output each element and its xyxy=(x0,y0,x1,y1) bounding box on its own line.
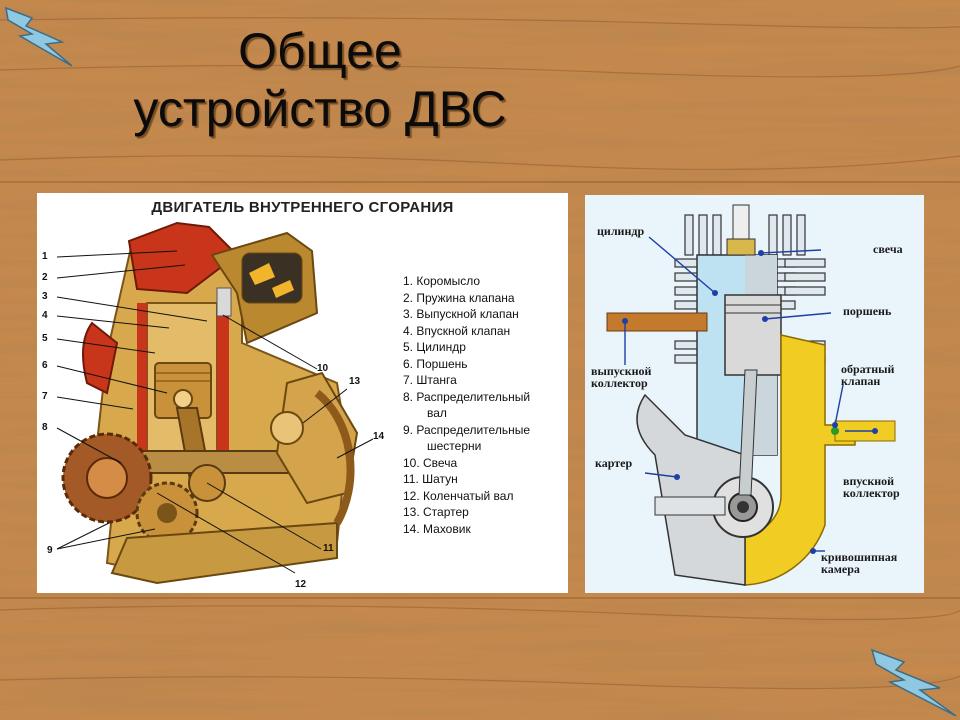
callout-number: 14 xyxy=(373,431,385,442)
callout-number: 5 xyxy=(42,333,48,344)
callout-number: 2 xyxy=(42,272,48,283)
two-stroke-engine-illustration xyxy=(606,204,896,586)
legend-item: 2. Пружина клапана xyxy=(403,290,515,305)
callout-number: 8 xyxy=(42,422,48,433)
slide-title: Общее устройство ДВС xyxy=(60,22,580,138)
legend-item: 10. Свеча xyxy=(403,455,458,470)
callout-number: 3 xyxy=(42,291,48,302)
legend-item: 6. Поршень xyxy=(403,356,468,371)
callout-number: 11 xyxy=(323,543,334,554)
callout-number: 12 xyxy=(295,579,307,590)
callout-number: 6 xyxy=(42,360,48,371)
label-intake-manifold: впускной коллектор xyxy=(843,474,900,500)
callout-number: 13 xyxy=(349,376,361,387)
label-check-valve: обратный клапан xyxy=(841,362,895,388)
slide-title-line-2: устройство ДВС xyxy=(133,81,507,137)
parts-legend: 1. Коромысло 2. Пружина клапана 3. Выпус… xyxy=(403,273,530,537)
label-crank-chamber: кривошипная камера xyxy=(821,550,898,576)
legend-item: 5. Цилиндр xyxy=(403,340,466,354)
callout-number: 9 xyxy=(47,545,53,556)
legend-item: 7. Штанга xyxy=(403,373,457,387)
callout-number: 4 xyxy=(42,310,48,321)
legend-item: 9. Распределительные xyxy=(403,422,531,437)
two-stroke-engine-diagram: цилиндр свеча поршень выпускной коллекто… xyxy=(585,195,924,593)
legend-item: 8. Распределительный xyxy=(403,389,531,404)
label-crankcase: картер xyxy=(595,456,633,470)
diagram-title: ДВИГАТЕЛЬ ВНУТРЕННЕГО СГОРАНИЯ xyxy=(151,199,454,216)
label-spark-plug: свеча xyxy=(873,242,903,256)
callout-number: 1 xyxy=(42,251,48,262)
legend-item: шестерни xyxy=(427,439,482,453)
callout-number: 7 xyxy=(42,391,48,402)
legend-item: 11. Шатун xyxy=(403,472,458,486)
legend-item: 4. Впускной клапан xyxy=(403,323,511,338)
engine-cutaway-diagram: ДВИГАТЕЛЬ ВНУТРЕННЕГО СГОРАНИЯ 1 2 3 4 5… xyxy=(37,193,568,593)
label-exhaust-manifold: выпускной коллектор xyxy=(591,364,652,390)
callout-number: 10 xyxy=(317,363,329,374)
engine-cutaway-illustration xyxy=(56,221,374,585)
legend-item: 13. Стартер xyxy=(403,505,469,519)
label-piston: поршень xyxy=(843,304,892,318)
legend-item: вал xyxy=(427,406,447,420)
slide-title-line-1: Общее xyxy=(238,23,402,79)
legend-item: 1. Коромысло xyxy=(403,274,481,288)
lightning-bolt-icon xyxy=(5,6,73,67)
label-cylinder: цилиндр xyxy=(597,224,645,238)
lightning-bolt-icon xyxy=(870,648,957,717)
legend-item: 3. Выпускной клапан xyxy=(403,307,519,321)
legend-item: 12. Коленчатый вал xyxy=(403,488,514,503)
legend-item: 14. Маховик xyxy=(403,521,471,536)
